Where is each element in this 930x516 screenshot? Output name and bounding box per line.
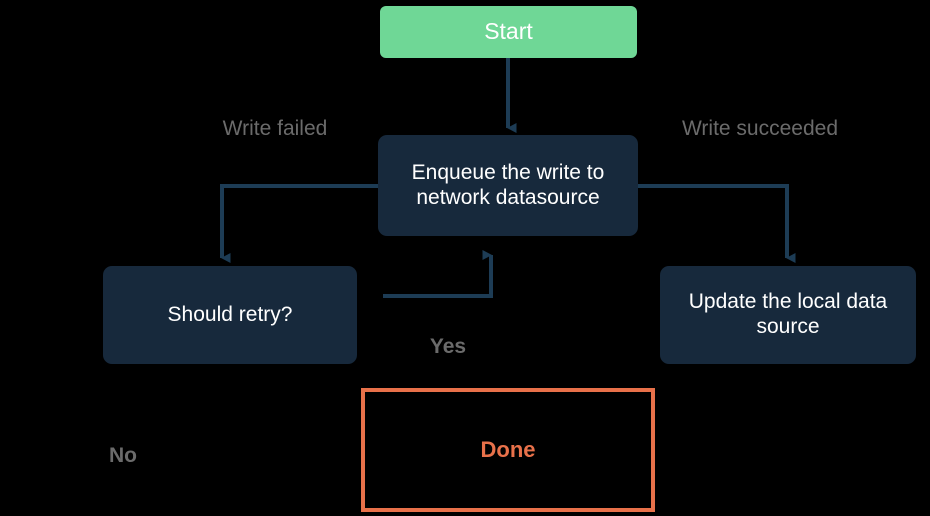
- node-update-local[interactable]: Update the local data source: [660, 266, 916, 364]
- edge-label-write-failed: Write failed: [210, 115, 340, 142]
- edge-enqueue-to-should-retry: [220, 184, 378, 263]
- node-update-local-label: Update the local data source: [688, 290, 888, 338]
- node-should-retry[interactable]: Should retry?: [103, 266, 357, 364]
- edge-label-write-succeeded: Write succeeded: [680, 115, 840, 142]
- node-done-label: Done: [480, 437, 536, 463]
- edge-label-write-succeeded-text: Write succeeded: [681, 117, 839, 140]
- node-should-retry-label: Should retry?: [167, 302, 293, 326]
- edge-label-yes: Yes: [398, 333, 498, 360]
- node-done[interactable]: Done: [361, 388, 655, 512]
- edge-should-retry-to-enqueue-yes: [383, 250, 493, 298]
- edge-label-no-text: No: [109, 444, 137, 467]
- node-start[interactable]: Start: [380, 6, 637, 58]
- node-start-label: Start: [484, 18, 533, 45]
- edge-enqueue-to-update-local: [638, 184, 796, 263]
- node-enqueue[interactable]: Enqueue the write to network datasource: [378, 135, 638, 236]
- edge-label-write-failed-text: Write failed: [222, 117, 328, 140]
- node-enqueue-label: Enqueue the write to network datasource: [411, 160, 605, 209]
- edge-label-yes-text: Yes: [429, 335, 467, 358]
- edge-label-no: No: [85, 442, 161, 469]
